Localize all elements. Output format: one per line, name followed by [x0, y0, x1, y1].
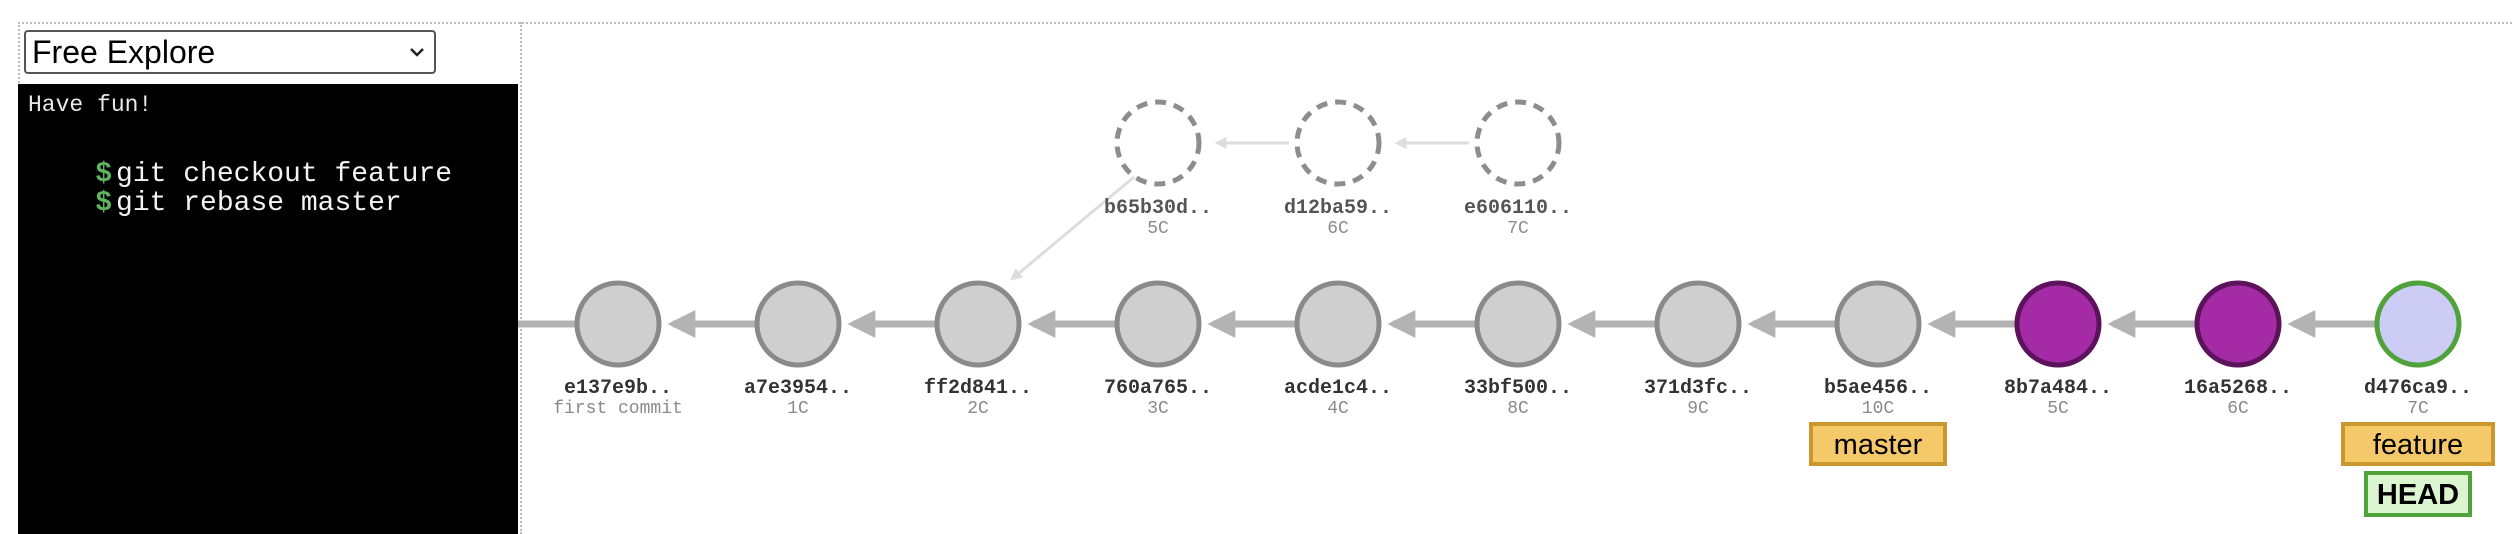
ghost-commit-node — [1474, 99, 1562, 187]
prompt-symbol: $ — [95, 159, 113, 190]
commit-node — [754, 280, 842, 368]
branch-tag — [1809, 422, 1947, 466]
branch-name: feature — [2373, 429, 2463, 461]
commit-node — [1294, 280, 1382, 368]
ghost-commit-node — [1114, 99, 1202, 187]
commit-hash: ff2d841.. — [924, 377, 1032, 400]
commit-node — [2194, 280, 2282, 368]
commit-node — [1834, 280, 1922, 368]
chevron-down-icon — [410, 48, 424, 57]
commit-node — [1654, 280, 1742, 368]
commit-node — [574, 280, 662, 368]
commit-hash: a7e3954.. — [744, 377, 852, 400]
commit-hash: acde1c4.. — [1284, 377, 1392, 400]
canvas-border — [18, 22, 2512, 24]
terminal[interactable]: Have fun! $git checkout feature $git reb… — [18, 84, 518, 534]
branch-tag — [2341, 422, 2495, 466]
commit-label: 6C — [2227, 399, 2249, 419]
commit-label: 9C — [1687, 399, 1709, 419]
commit-label: first commit — [553, 399, 683, 419]
commit-hash: e137e9b.. — [564, 377, 672, 400]
ghost-commit-label: 6C — [1327, 219, 1349, 239]
mode-select[interactable]: Free Explore — [24, 30, 436, 74]
commit-hash: 33bf500.. — [1464, 377, 1572, 400]
commit-label: 2C — [967, 399, 989, 419]
commit-label: 1C — [787, 399, 809, 419]
head-label: HEAD — [2377, 479, 2459, 511]
ghost-commit-hash: e606110.. — [1464, 197, 1572, 220]
commit-hash: 371d3fc.. — [1644, 377, 1752, 400]
commit-node — [2374, 280, 2462, 368]
commit-label: 3C — [1147, 399, 1169, 419]
commit-label: 4C — [1327, 399, 1349, 419]
ghost-commit-node — [1294, 99, 1382, 187]
commit-label: 10C — [1862, 399, 1895, 419]
terminal-command: git checkout feature — [116, 159, 453, 190]
terminal-command-line: $git checkout feature — [28, 128, 452, 221]
commit-hash: 8b7a484.. — [2004, 377, 2112, 400]
branch-name: master — [1834, 429, 1923, 461]
terminal-command: git rebase master — [116, 188, 402, 219]
commit-node — [2014, 280, 2102, 368]
commit-label: 5C — [2047, 399, 2069, 419]
commit-hash: 760a765.. — [1104, 377, 1212, 400]
commit-label: 8C — [1507, 399, 1529, 419]
commit-node — [1474, 280, 1562, 368]
ghost-commit-label: 7C — [1507, 219, 1529, 239]
commit-node — [1114, 280, 1202, 368]
terminal-greeting: Have fun! — [28, 92, 153, 118]
terminal-command-line: $git rebase master — [28, 157, 402, 250]
commit-hash: b5ae456.. — [1824, 377, 1932, 400]
head-tag — [2364, 471, 2472, 517]
commit-label: 7C — [2407, 399, 2429, 419]
commit-hash: d476ca9.. — [2364, 377, 2472, 400]
commit-node — [934, 280, 1022, 368]
ghost-commit-label: 5C — [1147, 219, 1169, 239]
ghost-commit-hash: b65b30d.. — [1104, 197, 1212, 220]
ghost-edge-arrow — [1010, 175, 1135, 281]
mode-select-value: Free Explore — [32, 33, 216, 70]
commit-hash: 16a5268.. — [2184, 377, 2292, 400]
ghost-commit-hash: d12ba59.. — [1284, 197, 1392, 220]
prompt-symbol: $ — [95, 188, 113, 219]
